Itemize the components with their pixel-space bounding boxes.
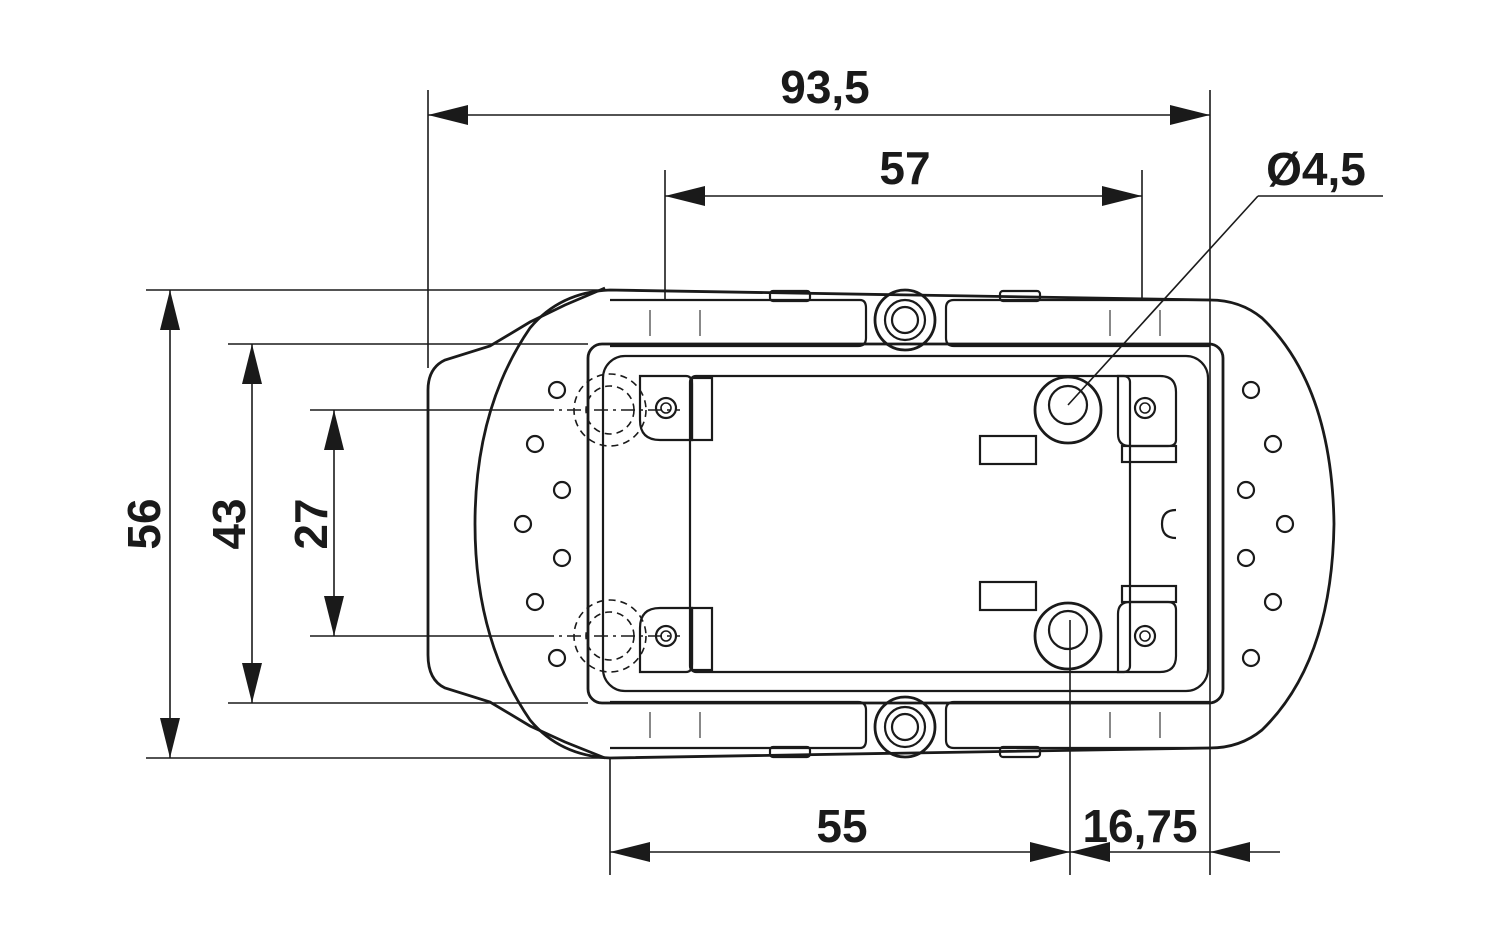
- dim-offset: 16,75: [1070, 800, 1280, 862]
- top-center-boss: [873, 288, 937, 352]
- overall-width-label: 93,5: [780, 61, 870, 113]
- bottom-rail: [610, 700, 1210, 759]
- dim-hole-diameter: Ø4,5: [1067, 143, 1383, 406]
- corner-bracket-top-right: [1116, 374, 1178, 464]
- offset-label: 16,75: [1082, 800, 1197, 852]
- corner-bracket-bottom-right: [1116, 584, 1178, 674]
- mounting-width-label: 57: [879, 142, 930, 194]
- corner-bracket-bottom-left: [638, 606, 714, 674]
- dim-hole-spacing: 27: [285, 409, 680, 637]
- dim-inner-height: 43: [203, 343, 588, 704]
- overall-height-label: 56: [118, 498, 170, 549]
- bottom-center-boss: [873, 695, 937, 759]
- dim-inner-length: 55: [609, 620, 1071, 875]
- top-rail: [610, 289, 1210, 348]
- hole-diameter-label: Ø4,5: [1266, 143, 1366, 195]
- dim-mounting-width: 57: [664, 142, 1143, 300]
- left-screw-holes: [513, 380, 572, 668]
- inner-height-label: 43: [203, 498, 255, 549]
- right-screw-holes: [1236, 380, 1295, 668]
- hole-spacing-label: 27: [285, 498, 337, 549]
- hidden-pin-circles: [573, 373, 647, 673]
- mounting-hole-top: [1033, 375, 1103, 445]
- mounting-hole-bottom: [1033, 601, 1103, 671]
- dim-overall-height: 56: [118, 289, 610, 759]
- dim-overall-width: 93,5: [427, 61, 1211, 875]
- housing-outer-flange: [426, 286, 1336, 760]
- inner-length-label: 55: [816, 800, 867, 852]
- corner-bracket-top-left: [638, 374, 714, 442]
- inner-frame: [586, 342, 1225, 705]
- inner-details: [978, 434, 1177, 612]
